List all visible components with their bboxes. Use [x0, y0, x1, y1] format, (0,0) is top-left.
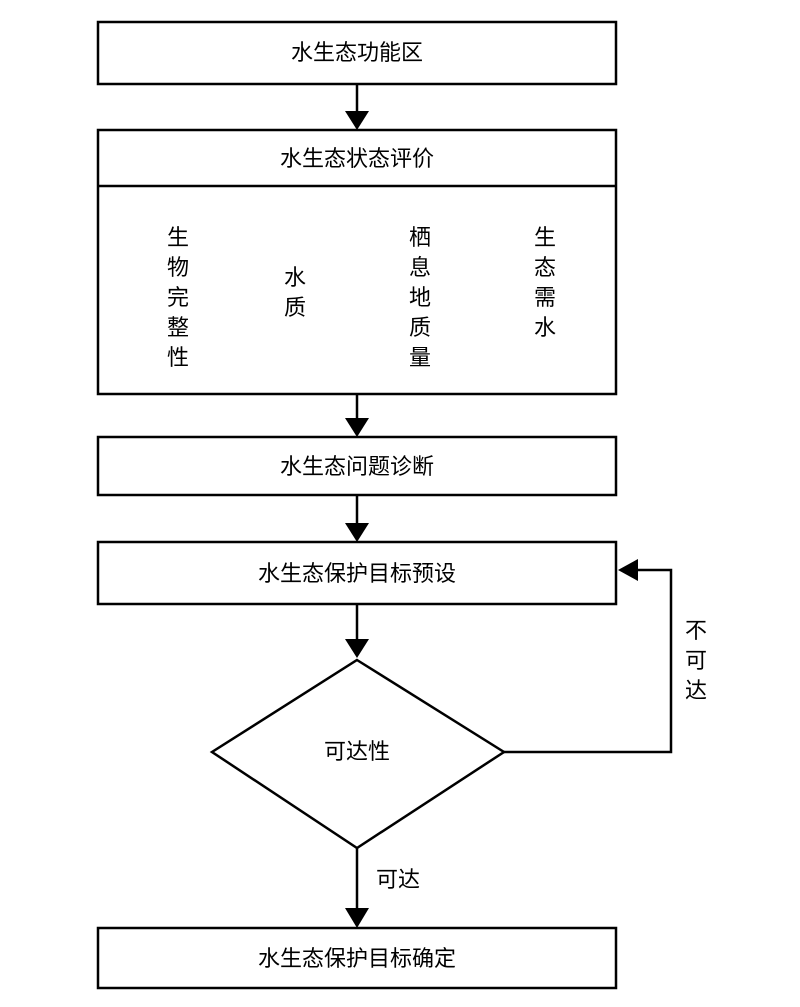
edge-zone-to-eval: [345, 84, 369, 130]
edge-eval-to-diagnosis-arrowhead: [345, 418, 369, 437]
edge-diagnosis-to-preset: [345, 495, 369, 542]
edge-not-reachable-loop: 不可达: [504, 559, 707, 754]
indicator-ecological-water-demand: 生态需水: [534, 226, 556, 341]
node-function-zone-box: [96, 20, 618, 86]
node-target-preset: 水生态保护目标预设: [96, 540, 618, 606]
node-diagnosis-box: [96, 435, 618, 497]
node-diagnosis: 水生态问题诊断: [96, 435, 618, 497]
node-target-preset-label: 水生态保护目标预设: [258, 562, 456, 587]
node-status-eval-label: 水生态状态评价: [280, 147, 434, 172]
edge-eval-to-diagnosis: [345, 394, 369, 437]
edge-reachable-label: 可达: [376, 868, 420, 893]
indicator-bio-integrity: 生物完整性: [167, 226, 189, 371]
edge-diagnosis-to-preset-arrowhead: [345, 523, 369, 542]
edge-zone-to-eval-arrowhead: [345, 111, 369, 130]
node-diagnosis-label: 水生态问题诊断: [280, 455, 434, 480]
node-reachability-label: 可达性: [324, 740, 390, 765]
edge-reachable-arrowhead: [345, 908, 369, 928]
node-target-final-box: [96, 926, 618, 990]
node-status-eval-box: [96, 128, 618, 396]
indicator-habitat-quality: 栖息地质量: [409, 226, 431, 371]
indicator-water-quality: 水质: [284, 266, 306, 321]
edge-preset-to-decision: [345, 604, 369, 658]
node-function-zone-label: 水生态功能区: [291, 41, 423, 66]
edge-preset-to-decision-arrowhead: [345, 639, 369, 658]
node-target-final: 水生态保护目标确定: [96, 926, 618, 990]
node-status-eval: 水生态状态评价 生物完整性 水质 栖息地质量 生态需水: [96, 128, 618, 396]
node-function-zone: 水生态功能区: [96, 20, 618, 86]
edge-not-reachable-line: [504, 568, 673, 754]
edge-not-reachable-label: 不可达: [685, 619, 707, 704]
edge-reachable: 可达: [345, 848, 420, 928]
node-target-final-label: 水生态保护目标确定: [258, 947, 456, 972]
edge-not-reachable-arrowhead: [618, 559, 638, 581]
node-target-preset-box: [96, 540, 618, 606]
node-reachability-decision: 可达性: [209, 658, 507, 850]
